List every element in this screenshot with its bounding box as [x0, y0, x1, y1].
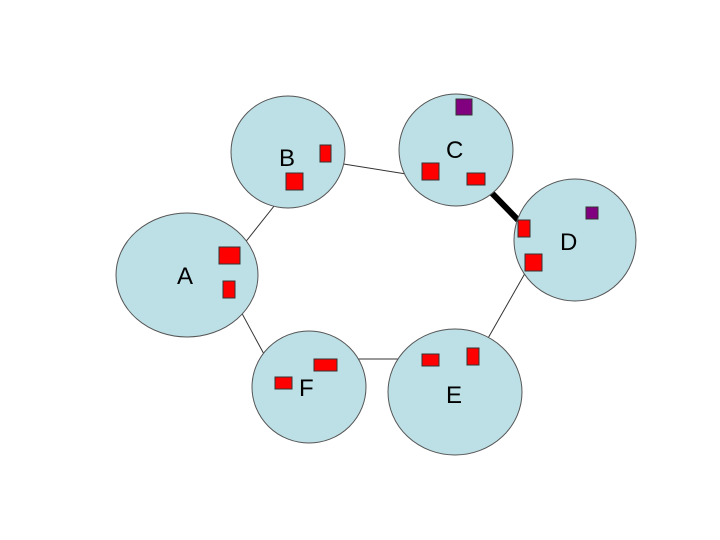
node-d-label: D: [560, 229, 577, 256]
node-e-port-f: [421, 353, 440, 367]
node-d-circle: [513, 178, 637, 302]
node-a[interactable]: A: [115, 212, 259, 338]
node-c[interactable]: C: [398, 93, 514, 207]
node-c-label: C: [446, 137, 463, 164]
node-e-label: E: [446, 382, 462, 409]
node-b-port-a: [285, 172, 304, 191]
node-b[interactable]: B: [230, 95, 346, 209]
node-c-port-b: [421, 162, 440, 181]
node-a-port-f: [222, 280, 236, 299]
node-d-port-c: [517, 219, 531, 238]
node-e-port-d: [466, 347, 480, 366]
node-a-port-b: [218, 246, 241, 265]
node-d[interactable]: D: [513, 178, 637, 302]
node-f-label: F: [299, 375, 314, 402]
node-d-purple-marker-icon: [585, 206, 599, 220]
node-d-port-e: [524, 253, 543, 272]
node-b-port-c: [319, 144, 332, 163]
node-b-label: B: [279, 145, 295, 172]
node-b-circle: [230, 95, 346, 209]
node-a-circle: [115, 212, 259, 338]
node-f-port-e: [313, 358, 338, 372]
node-f-port-a: [274, 376, 293, 390]
node-a-label: A: [177, 263, 193, 290]
node-c-port-d: [466, 172, 486, 186]
node-c-purple-marker-icon: [455, 98, 473, 116]
node-e[interactable]: E: [387, 328, 523, 456]
node-f[interactable]: F: [251, 330, 367, 444]
